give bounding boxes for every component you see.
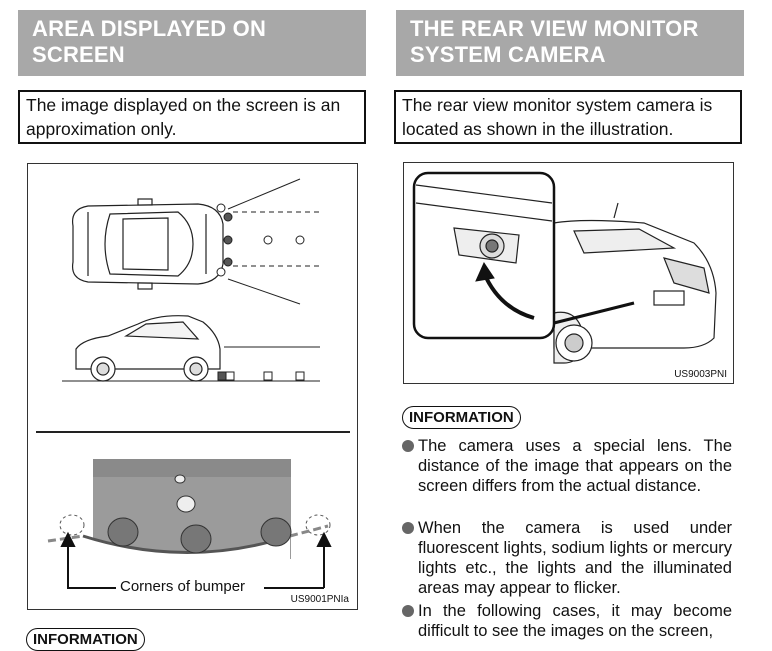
left-header-line1: AREA DISPLAYED ON: [32, 16, 267, 41]
right-figure-camera-location: US9003PNI: [403, 162, 734, 384]
bullet-dot-icon: [402, 440, 414, 452]
right-header-line2: SYSTEM CAMERA: [410, 42, 606, 67]
camera-inset-detail: [415, 184, 553, 264]
car-top-view: [71, 198, 224, 290]
left-note-text: The image displayed on the screen is an …: [26, 95, 341, 139]
right-note-text: The rear view monitor system camera is l…: [402, 95, 713, 139]
left-information-label: INFORMATION: [26, 628, 145, 651]
info-bullet-2: When the camera is used under fluorescen…: [402, 518, 732, 598]
area-diagram-svg: [36, 178, 350, 589]
info-bullet-3: In the following cases, it may become di…: [402, 601, 732, 641]
info-bullet-3-text: In the following cases, it may become di…: [418, 602, 732, 640]
info-bullet-2-text: When the camera is used under fluorescen…: [418, 519, 732, 597]
camera-pointer-arrow: [475, 261, 635, 325]
screen-image: [47, 459, 331, 584]
car-side-view: [75, 315, 221, 382]
right-figure-code: US9003PNI: [674, 369, 727, 380]
bullet-dot-icon: [402, 605, 414, 617]
car-rear-view: [553, 202, 717, 364]
right-header-line1: THE REAR VIEW MONITOR: [410, 16, 699, 41]
left-section-header: AREA DISPLAYED ON SCREEN: [18, 10, 366, 76]
bullet-dot-icon: [402, 522, 414, 534]
left-header-line2: SCREEN: [32, 42, 125, 67]
top-view-guides: [216, 178, 320, 305]
info-bullet-1-text: The camera uses a special lens. The dist…: [418, 437, 732, 495]
left-figure-code: US9001PNIa: [290, 594, 349, 605]
right-information-label: INFORMATION: [402, 406, 521, 429]
right-section-header: THE REAR VIEW MONITOR SYSTEM CAMERA: [396, 10, 744, 76]
side-view-guides: [36, 346, 350, 433]
left-figure-area-diagram: Corners of bumper US9001PNIa: [27, 163, 358, 610]
corners-of-bumper-label: Corners of bumper: [116, 578, 250, 595]
camera-location-svg: [412, 171, 717, 364]
info-bullet-1: The camera uses a special lens. The dist…: [402, 436, 732, 496]
right-note-box: The rear view monitor system camera is l…: [394, 90, 742, 144]
bumper-arrows: [60, 531, 332, 589]
left-note-box: The image displayed on the screen is an …: [18, 90, 366, 144]
